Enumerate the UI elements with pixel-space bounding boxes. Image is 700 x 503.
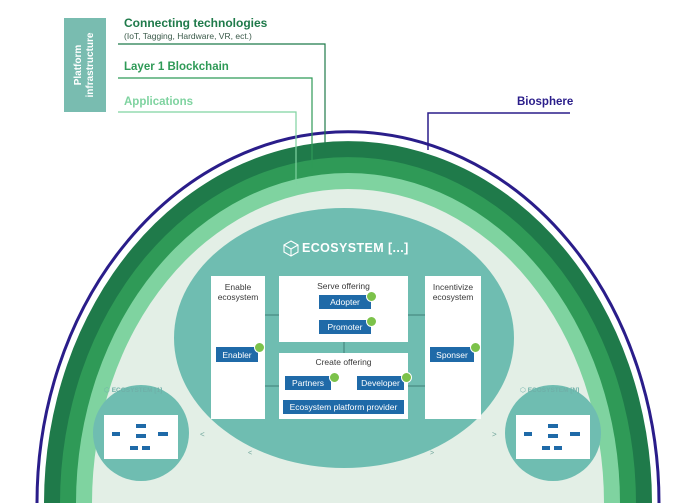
blockchain-line <box>118 77 313 168</box>
platform-label-line2: infrastructure <box>85 32 96 98</box>
ecosystem-n-label: ⬡ ECOSYSTEM [N] <box>520 386 580 395</box>
applications-line <box>118 111 297 185</box>
ecosystem-title: ECOSYSTEM [...] <box>302 241 409 255</box>
enabler-role: Enabler <box>216 347 258 362</box>
connecting-line <box>118 43 326 152</box>
ecosystem-1-logo-icon: ⬡ <box>104 387 110 394</box>
arrow-bottom-left: < <box>248 450 252 457</box>
applications-title: Applications <box>124 96 194 108</box>
sponser-role: Sponser <box>430 347 474 362</box>
platform-label-line1: Platform <box>73 44 84 86</box>
biosphere-line <box>427 112 570 150</box>
sponser-badge-icon <box>470 342 481 353</box>
serve-offering-panel: Serve offering Adopter Promoter <box>279 276 408 342</box>
serve-offering-title: Serve offering <box>317 281 370 291</box>
create-offering-panel: Create offering Partners Developer Ecosy… <box>279 353 412 419</box>
create-offering-title: Create offering <box>315 357 372 367</box>
platform-infrastructure-box: Platform infrastructure <box>64 18 106 112</box>
enable-ecosystem-panel: Enable ecosystem Enabler <box>211 276 265 419</box>
promoter-role: Promoter <box>319 320 371 334</box>
biosphere-ring <box>35 130 661 503</box>
arrow-left-small: < <box>200 430 205 439</box>
platform-infrastructure-label: Platform infrastructure <box>64 18 106 112</box>
ecosystem-1-label: ⬡ ECOSYSTEM [1] <box>104 386 163 395</box>
layer1-blockchain-title: Layer 1 Blockchain <box>124 61 229 73</box>
ecosystem-n-thumb-roles <box>524 424 580 450</box>
arrow-right-small: > <box>492 430 497 439</box>
enabler-badge-icon <box>254 342 265 353</box>
ecosystem-logo-icon <box>283 240 299 257</box>
connecting-technologies-subtitle: (IoT, Tagging, Hardware, VR, ect.) <box>124 31 252 41</box>
ecosystem-n-title: ECOSYSTEM [N] <box>527 386 580 394</box>
ecosystem-1-title: ECOSYSTEM [1] <box>111 386 163 394</box>
ecosystem-n-logo-icon: ⬡ <box>520 387 526 394</box>
developer-badge-icon <box>401 372 412 383</box>
adopter-badge-icon <box>366 291 377 302</box>
adopter-role: Adopter <box>319 295 371 309</box>
partners-role: Partners <box>285 376 331 390</box>
developer-role: Developer <box>357 376 404 390</box>
arrow-bottom-right: > <box>430 450 434 457</box>
enable-ecosystem-title: Enable ecosystem <box>217 282 259 302</box>
ecosystem-1-thumb-roles <box>112 424 168 450</box>
promoter-badge-icon <box>366 316 377 327</box>
incentivize-ecosystem-panel: Incentivize ecosystem Sponser <box>425 276 481 419</box>
partners-badge-icon <box>329 372 340 383</box>
ecosystem-platform-provider: Ecosystem platform provider <box>283 400 404 414</box>
incentivize-ecosystem-title: Incentivize ecosystem <box>432 282 474 302</box>
connecting-technologies-title: Connecting technologies <box>124 16 268 30</box>
biosphere-title: Biosphere <box>517 96 574 108</box>
